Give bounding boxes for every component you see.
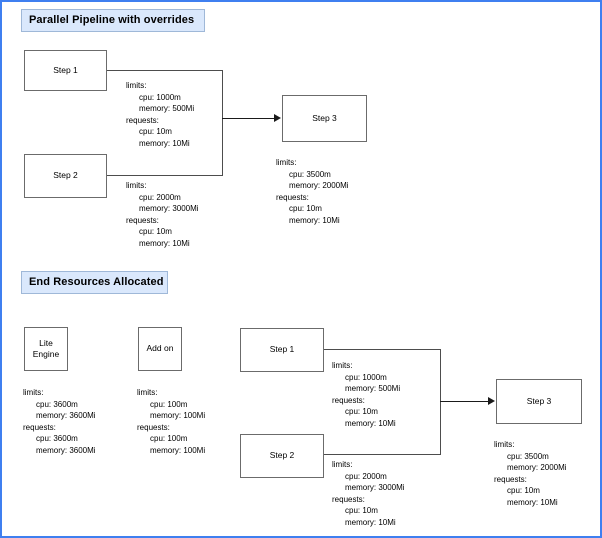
spec-top-step-1-limits-label: limits: — [126, 81, 147, 90]
connector-bottom-step1-horizontal — [324, 349, 441, 350]
node-lite-engine-label-line-1: Lite — [39, 337, 53, 348]
spec-top-step-3-limits-cpu: cpu: 3500m — [289, 169, 331, 179]
spec-bottom-step-2-requests-memory: memory: 10Mi — [345, 517, 396, 527]
spec-bottom-step-1-limits-cpu: cpu: 1000m — [345, 372, 387, 382]
spec-bottom-step-1-limits-label: limits: — [332, 361, 353, 370]
spec-top-step-1: limits: cpu: 1000m memory: 500Mi request… — [126, 80, 194, 150]
spec-bottom-step-1-requests-cpu: cpu: 10m — [345, 407, 378, 417]
connector-top-step1-horizontal — [107, 70, 223, 71]
node-lite-engine[interactable]: Lite Engine — [24, 327, 68, 371]
node-bottom-step-3-label: Step 3 — [526, 395, 552, 406]
spec-add-on-requests-memory: memory: 100Mi — [150, 445, 206, 455]
node-add-on-label: Add on — [146, 343, 174, 354]
spec-bottom-step-3-requests-cpu: cpu: 10m — [507, 486, 540, 496]
node-bottom-step-1[interactable]: Step 1 — [240, 328, 324, 372]
spec-lite-engine-requests-memory: memory: 3600Mi — [36, 445, 96, 455]
spec-top-step-1-limits-cpu: cpu: 1000m — [139, 92, 181, 102]
spec-top-step-1-requests-label: requests: — [126, 115, 159, 125]
spec-top-step-2-limits-label: limits: — [126, 181, 147, 190]
spec-add-on-limits-memory: memory: 100Mi — [150, 411, 206, 421]
node-bottom-step-2-label: Step 2 — [269, 450, 295, 461]
spec-add-on: limits: cpu: 100m memory: 100Mi requests… — [137, 387, 205, 457]
spec-top-step-3-limits-label: limits: — [276, 158, 297, 167]
spec-bottom-step-2-requests-label: requests: — [332, 494, 365, 504]
spec-bottom-step-3-requests-memory: memory: 10Mi — [507, 497, 558, 507]
spec-top-step-3-requests-label: requests: — [276, 192, 309, 202]
spec-bottom-step-3: limits: cpu: 3500m memory: 2000Mi reques… — [494, 439, 567, 509]
connector-top-step2-horizontal — [107, 175, 223, 176]
section-banner-parallel-pipeline[interactable]: Parallel Pipeline with overrides — [21, 9, 205, 32]
node-bottom-step-1-label: Step 1 — [269, 344, 295, 355]
spec-bottom-step-1-limits-memory: memory: 500Mi — [345, 384, 401, 394]
node-top-step-3-label: Step 3 — [312, 112, 337, 123]
spec-bottom-step-2-limits-memory: memory: 3000Mi — [345, 483, 405, 493]
node-top-step-2-label: Step 2 — [53, 170, 78, 181]
connector-bottom-step2-horizontal — [324, 454, 441, 455]
section-banner-parallel-pipeline-label: Parallel Pipeline with overrides — [29, 14, 195, 26]
node-top-step-3[interactable]: Step 3 — [282, 95, 367, 142]
node-lite-engine-label-line-2: Engine — [32, 349, 60, 359]
spec-lite-engine-requests-label: requests: — [23, 422, 56, 432]
connector-top-vertical — [222, 70, 223, 175]
spec-top-step-3-requests-memory: memory: 10Mi — [289, 215, 340, 225]
spec-bottom-step-1-requests-memory: memory: 10Mi — [345, 418, 396, 428]
node-add-on[interactable]: Add on — [138, 327, 182, 371]
connector-bottom-arrow-head — [488, 397, 495, 405]
spec-lite-engine-limits-label: limits: — [23, 388, 44, 397]
spec-add-on-requests-label: requests: — [137, 422, 170, 432]
node-bottom-step-2[interactable]: Step 2 — [240, 434, 324, 478]
spec-top-step-2-requests-label: requests: — [126, 215, 159, 225]
spec-add-on-limits-cpu: cpu: 100m — [150, 399, 188, 409]
spec-top-step-3: limits: cpu: 3500m memory: 2000Mi reques… — [276, 157, 349, 227]
section-banner-end-resources-label: End Resources Allocated — [29, 276, 164, 288]
spec-bottom-step-3-limits-label: limits: — [494, 440, 515, 449]
spec-add-on-requests-cpu: cpu: 100m — [150, 434, 188, 444]
spec-lite-engine-limits-cpu: cpu: 3600m — [36, 399, 78, 409]
node-top-step-1[interactable]: Step 1 — [24, 50, 107, 91]
spec-top-step-2-limits-cpu: cpu: 2000m — [139, 192, 181, 202]
spec-top-step-2-limits-memory: memory: 3000Mi — [139, 204, 199, 214]
node-bottom-step-3[interactable]: Step 3 — [496, 379, 582, 424]
spec-top-step-1-requests-cpu: cpu: 10m — [139, 127, 172, 137]
section-banner-end-resources[interactable]: End Resources Allocated — [21, 271, 168, 294]
spec-bottom-step-2: limits: cpu: 2000m memory: 3000Mi reques… — [332, 459, 405, 529]
node-top-step-1-label: Step 1 — [53, 64, 78, 75]
spec-bottom-step-2-limits-label: limits: — [332, 460, 353, 469]
node-top-step-2[interactable]: Step 2 — [24, 154, 107, 198]
spec-top-step-2-requests-cpu: cpu: 10m — [139, 227, 172, 237]
spec-top-step-1-requests-memory: memory: 10Mi — [139, 138, 190, 148]
spec-top-step-3-requests-cpu: cpu: 10m — [289, 204, 322, 214]
spec-bottom-step-3-requests-label: requests: — [494, 474, 527, 484]
connector-top-arrow-head — [274, 114, 281, 122]
spec-top-step-1-limits-memory: memory: 500Mi — [139, 104, 195, 114]
spec-bottom-step-3-limits-memory: memory: 2000Mi — [507, 463, 567, 473]
spec-lite-engine-requests-cpu: cpu: 3600m — [36, 434, 78, 444]
spec-top-step-3-limits-memory: memory: 2000Mi — [289, 181, 349, 191]
spec-bottom-step-2-requests-cpu: cpu: 10m — [345, 506, 378, 516]
spec-bottom-step-1: limits: cpu: 1000m memory: 500Mi request… — [332, 360, 400, 430]
spec-lite-engine-limits-memory: memory: 3600Mi — [36, 411, 96, 421]
spec-bottom-step-3-limits-cpu: cpu: 3500m — [507, 451, 549, 461]
connector-bottom-arrow-shaft — [440, 401, 489, 402]
spec-top-step-2-requests-memory: memory: 10Mi — [139, 238, 190, 248]
spec-lite-engine: limits: cpu: 3600m memory: 3600Mi reques… — [23, 387, 96, 457]
spec-add-on-limits-label: limits: — [137, 388, 158, 397]
spec-top-step-2: limits: cpu: 2000m memory: 3000Mi reques… — [126, 180, 199, 250]
spec-bottom-step-2-limits-cpu: cpu: 2000m — [345, 471, 387, 481]
connector-top-arrow-shaft — [222, 118, 275, 119]
spec-bottom-step-1-requests-label: requests: — [332, 395, 365, 405]
